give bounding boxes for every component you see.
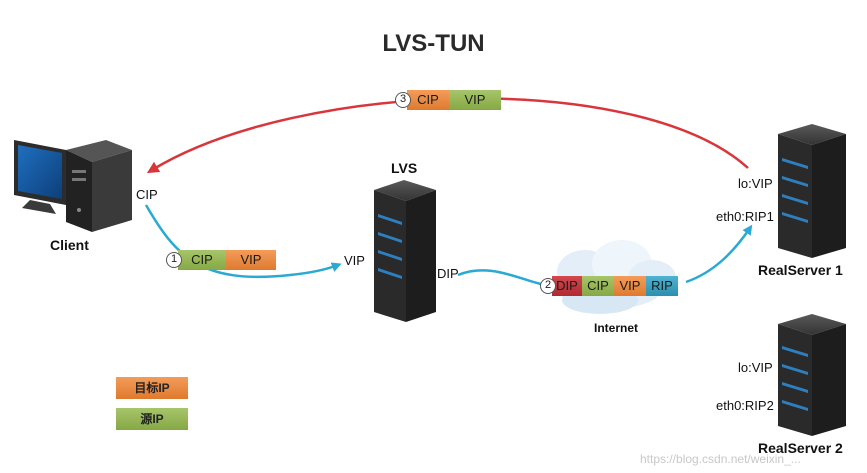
packet-2-src: CIP — [582, 276, 614, 296]
client-cip-label: CIP — [136, 187, 158, 202]
packet-2-number: 2 — [540, 278, 556, 294]
realserver2-icon — [778, 314, 846, 436]
packet-3: 3 CIP VIP — [395, 90, 501, 110]
rs2-lo-label: lo:VIP — [738, 360, 773, 375]
legend-target-ip: 目标IP — [116, 377, 188, 399]
client-computer-icon — [14, 140, 132, 232]
lvs-label: LVS — [391, 160, 418, 176]
internet-label: Internet — [594, 321, 639, 335]
rs1-label: RealServer 1 — [758, 262, 843, 278]
request-arrow-client-lvs — [144, 204, 342, 279]
rs1-eth-label: eth0:RIP1 — [716, 209, 774, 224]
lvs-server-icon — [374, 180, 436, 322]
client-label: Client — [50, 237, 89, 253]
rs1-lo-label: lo:VIP — [738, 176, 773, 191]
packet-2-dst: VIP — [614, 276, 646, 296]
packet-3-dst: VIP — [449, 90, 501, 110]
packet-2-outer-src: DIP — [552, 276, 582, 296]
request-arrow-lvs-internet — [457, 269, 546, 287]
rs2-eth-label: eth0:RIP2 — [716, 398, 774, 413]
packet-2: 2 DIP CIP VIP RIP — [540, 276, 678, 296]
realserver1-icon — [778, 124, 846, 258]
rs2-label: RealServer 2 — [758, 440, 843, 456]
request-arrow-internet-rs1 — [685, 224, 753, 284]
packet-3-number: 3 — [395, 92, 411, 108]
lvs-dip-label: DIP — [437, 266, 459, 281]
packet-1: 1 CIP VIP — [166, 250, 276, 270]
packet-2-outer-dst: RIP — [646, 276, 678, 296]
packet-1-number: 1 — [166, 252, 182, 268]
packet-3-src: CIP — [407, 90, 449, 110]
packet-1-dst: VIP — [226, 250, 276, 270]
lvs-vip-label: VIP — [344, 253, 365, 268]
diagram-title: LVS-TUN — [382, 30, 485, 57]
legend-source-ip: 源IP — [116, 408, 188, 430]
packet-1-src: CIP — [178, 250, 226, 270]
watermark: https://blog.csdn.net/weixin_... — [640, 452, 801, 466]
